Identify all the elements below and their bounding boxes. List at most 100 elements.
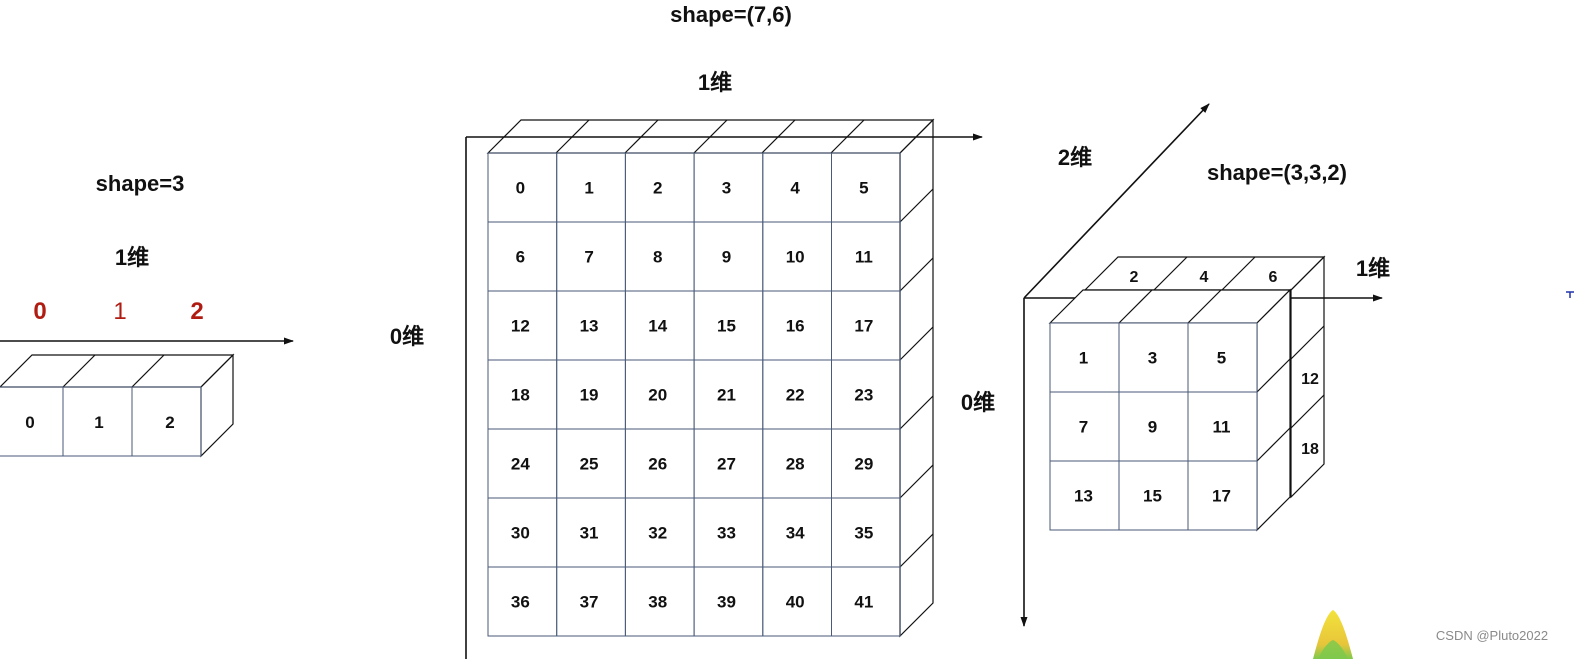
right-cell [1049, 391, 1120, 462]
right-dim2-label: 2维 [1058, 145, 1092, 170]
right-front-side-face [1256, 288, 1291, 532]
right-top-value: 4 [1200, 269, 1209, 286]
right-back-side-divider [1290, 325, 1325, 360]
right-cell [1049, 460, 1120, 531]
middle-dim1-label: 1维 [698, 70, 732, 95]
middle-cell-value: 19 [580, 386, 599, 405]
logo-fragment [1313, 610, 1353, 659]
middle-side-face [899, 118, 934, 638]
middle-side-dividers [899, 188, 934, 568]
left-top-divider [62, 354, 96, 388]
middle-cell-value: 0 [516, 179, 525, 198]
right-back-side-divider [1290, 394, 1325, 429]
right-cell-value: 1 [1079, 349, 1088, 368]
middle-cell-value: 17 [854, 317, 873, 336]
right-cell-value: 17 [1212, 487, 1231, 506]
middle-cell-value: 21 [717, 386, 736, 405]
middle-cell-value: 20 [648, 386, 667, 405]
middle-cell-value: 22 [786, 386, 805, 405]
middle-cell-value: 39 [717, 593, 736, 612]
middle-cell-value: 11 [855, 248, 873, 267]
left-top-divider [131, 354, 165, 388]
middle-cell-value: 12 [511, 317, 530, 336]
right-side-value: 12 [1301, 371, 1319, 388]
middle-cell-value: 1 [584, 179, 593, 198]
middle-cell-value: 26 [648, 455, 667, 474]
middle-dim0-label: 0维 [390, 324, 424, 349]
left-dim1-label: 1维 [115, 245, 149, 270]
right-back-top-divider [1153, 256, 1188, 291]
middle-cell [831, 566, 901, 637]
right-back-top-divider [1221, 256, 1256, 291]
middle-cell-value: 33 [717, 524, 736, 543]
left-1d-array: shape=3 1维 0 1 2 0 1 2 [0, 171, 294, 458]
left-box-side-face [200, 353, 234, 458]
right-cell-value: 13 [1074, 487, 1093, 506]
right-side-value: 18 [1301, 441, 1319, 458]
right-shape-label: shape=(3,3,2) [1207, 160, 1347, 185]
middle-cell-value: 13 [580, 317, 599, 336]
right-cell [1187, 322, 1258, 393]
middle-cell-value: 34 [786, 524, 805, 543]
right-cell-value: 9 [1148, 418, 1157, 437]
middle-cell-value: 5 [859, 179, 868, 198]
middle-cell-value: 6 [516, 248, 525, 267]
left-index-label-0: 0 [33, 298, 46, 325]
middle-cell-value: 31 [580, 524, 599, 543]
middle-cell-value: 9 [722, 248, 731, 267]
right-top-value: 6 [1269, 269, 1278, 286]
middle-cell-value: 27 [717, 455, 736, 474]
right-cell [1118, 322, 1189, 393]
right-cell-value: 5 [1217, 349, 1226, 368]
middle-cell-value: 37 [580, 593, 599, 612]
right-front-side-divider [1256, 427, 1291, 462]
middle-cell-value: 41 [854, 593, 873, 612]
right-front-side-divider [1256, 358, 1291, 393]
right-cell-value: 3 [1148, 349, 1157, 368]
right-top-value: 2 [1130, 269, 1139, 286]
left-index-label-1: 1 [113, 298, 126, 325]
right-cell-value: 7 [1079, 418, 1088, 437]
middle-shape-label: shape=(7,6) [670, 2, 792, 27]
middle-cell-value: 2 [653, 179, 662, 198]
right-cell [1049, 322, 1120, 393]
right-front-top-divider [1187, 289, 1222, 324]
right-cell [1187, 460, 1258, 531]
middle-cell-value: 36 [511, 593, 530, 612]
middle-cell-value: 23 [854, 386, 873, 405]
middle-cell-value: 29 [854, 455, 873, 474]
right-dim2-axis-arrow [1023, 103, 1210, 299]
left-cell-value: 2 [165, 413, 174, 432]
middle-cell-value: 10 [786, 248, 805, 267]
middle-cell-value: 18 [511, 386, 530, 405]
left-cell [131, 386, 202, 457]
right-cell [1118, 460, 1189, 531]
middle-cell-value: 30 [511, 524, 530, 543]
middle-cell-value: 3 [722, 179, 731, 198]
right-front-top-divider [1118, 289, 1153, 324]
stray-edge-mark [1566, 291, 1574, 298]
right-cell-value: 11 [1213, 418, 1231, 437]
left-box-top-face [0, 354, 235, 388]
left-cell-value: 0 [25, 413, 34, 432]
middle-cell-value: 32 [648, 524, 667, 543]
middle-cell-value: 7 [584, 248, 593, 267]
middle-cell-value: 14 [648, 317, 667, 336]
middle-cell-value: 40 [786, 593, 805, 612]
middle-cell-value: 35 [854, 524, 873, 543]
left-shape-label: shape=3 [96, 171, 185, 196]
middle-cell-value: 24 [511, 455, 530, 474]
middle-cell-value: 16 [786, 317, 805, 336]
middle-cell-value: 38 [648, 593, 667, 612]
right-front-top-face [1048, 289, 1292, 324]
middle-top-dividers [555, 119, 865, 154]
middle-cell-value: 15 [717, 317, 736, 336]
right-cell-value: 15 [1143, 487, 1162, 506]
middle-cell-value: 4 [790, 179, 800, 198]
middle-cell-value: 8 [653, 248, 662, 267]
right-cell [1118, 391, 1189, 462]
